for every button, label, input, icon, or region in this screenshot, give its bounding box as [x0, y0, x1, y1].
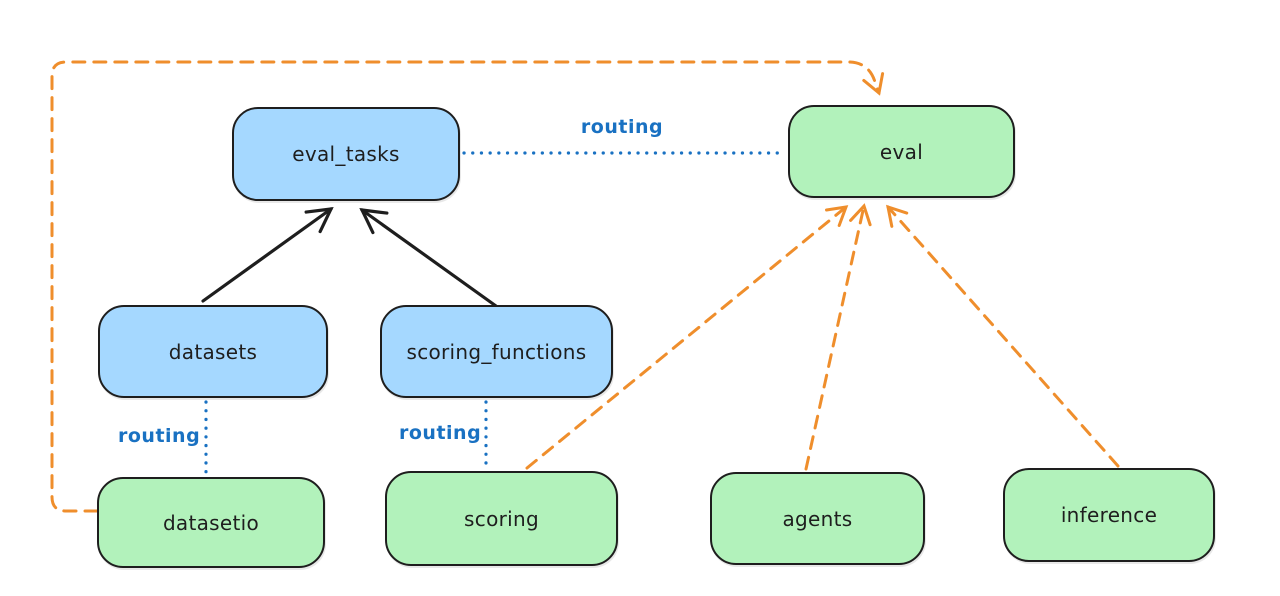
node-inference-label: inference — [1060, 503, 1158, 527]
node-datasetio: datasetio — [97, 477, 325, 568]
node-datasetio-label: datasetio — [162, 510, 260, 535]
node-scoring-functions: scoring_functions — [380, 305, 613, 398]
edge-agents-to-eval — [804, 203, 872, 471]
edge-inference-to-eval — [886, 204, 1120, 468]
node-scoring-functions-label: scoring_functions — [406, 339, 587, 364]
node-eval-label: eval — [879, 139, 924, 164]
edge-datasets-to-eval-tasks — [201, 207, 334, 303]
node-eval-tasks-label: eval_tasks — [292, 142, 400, 166]
node-datasets: datasets — [98, 305, 328, 398]
node-scoring-label: scoring — [464, 506, 539, 531]
node-eval: eval — [788, 105, 1015, 198]
edge-scoring-to-eval — [525, 205, 849, 470]
edge-label-routing-top: routing — [572, 116, 672, 138]
node-inference: inference — [1003, 468, 1215, 562]
edge-label-routing-middle: routing — [396, 422, 485, 444]
edge-label-routing-left: routing — [115, 425, 204, 447]
node-agents: agents — [710, 472, 925, 565]
edge-datasetio-to-eval — [50, 60, 885, 513]
node-agents-label: agents — [782, 506, 853, 531]
edge-scoring-functions-to-eval-tasks — [359, 208, 498, 308]
node-eval-tasks: eval_tasks — [232, 107, 460, 201]
node-datasets-label: datasets — [168, 339, 258, 364]
node-scoring: scoring — [385, 471, 618, 566]
